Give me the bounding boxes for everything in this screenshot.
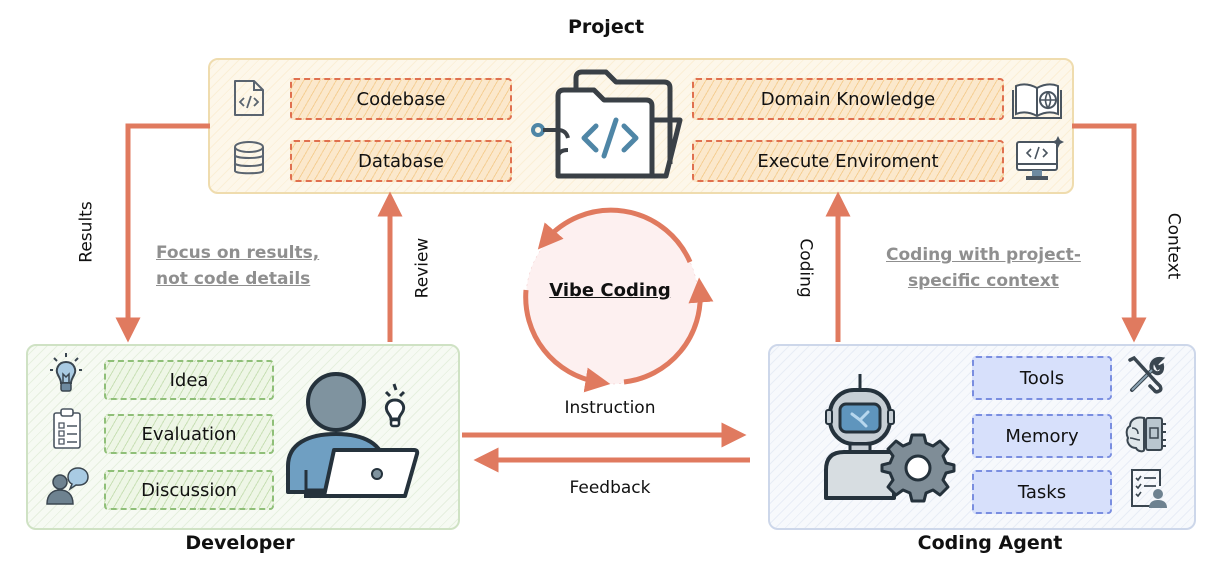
coding-label: Coding xyxy=(795,238,816,298)
database-icon xyxy=(234,141,264,175)
context-label: Context xyxy=(1163,212,1184,280)
developer-note: Focus on results, not code details xyxy=(156,240,319,292)
idea-item: Idea xyxy=(104,360,274,400)
cycle-arrow-right xyxy=(623,277,714,385)
evaluation-item: Evaluation xyxy=(104,414,274,454)
execute-environment-item: Execute Enviroment xyxy=(692,140,1004,182)
discussion-item: Discussion xyxy=(104,470,274,510)
domain-knowledge-label: Domain Knowledge xyxy=(760,88,936,110)
project-title: Project xyxy=(567,16,645,38)
cycle-arrow-top xyxy=(537,207,693,263)
brain-chip-icon xyxy=(1125,416,1166,453)
agent-note: Coding with project- specific context xyxy=(886,242,1081,294)
cycle-arrow-left xyxy=(523,289,611,393)
developer-note-line2: not code details xyxy=(156,269,311,289)
context-arrow xyxy=(1072,123,1147,343)
database-label: Database xyxy=(358,150,444,172)
domain-knowledge-item: Domain Knowledge xyxy=(692,78,1004,120)
tasks-item: Tasks xyxy=(972,470,1112,514)
monitor-code-icon xyxy=(1016,136,1064,180)
agent-note-line2: specific context xyxy=(907,271,1059,291)
vibe-coding-circle xyxy=(526,212,698,384)
lightbulb-icon xyxy=(50,353,82,392)
tools-item: Tools xyxy=(972,356,1112,400)
tools-icon xyxy=(1128,355,1166,394)
clipboard-checklist-icon xyxy=(53,408,81,449)
book-globe-icon xyxy=(1012,83,1062,119)
instruction-label: Instruction xyxy=(564,398,656,418)
memory-label: Memory xyxy=(1005,425,1079,447)
developer-note-line1: Focus on results, xyxy=(156,243,320,263)
tasks-label: Tasks xyxy=(1017,481,1067,503)
results-label: Results xyxy=(76,201,97,263)
execute-environment-label: Execute Enviroment xyxy=(757,150,939,172)
feedback-label: Feedback xyxy=(569,478,651,498)
tools-label: Tools xyxy=(1019,367,1065,389)
codebase-label: Codebase xyxy=(356,88,446,110)
code-folder-icon xyxy=(531,69,683,179)
evaluation-label: Evaluation xyxy=(141,423,237,445)
vibe-coding-label: Vibe Coding xyxy=(549,280,671,301)
review-label: Review xyxy=(412,237,433,299)
coding-agent-title: Coding Agent xyxy=(917,532,1063,554)
memory-item: Memory xyxy=(972,414,1112,458)
developer-title: Developer xyxy=(185,532,295,554)
database-item: Database xyxy=(290,140,512,182)
robot-gear-icon xyxy=(824,374,956,503)
agent-note-line1: Coding with project- xyxy=(886,245,1081,265)
person-chat-icon xyxy=(46,467,89,505)
discussion-label: Discussion xyxy=(141,479,237,501)
results-arrow xyxy=(115,123,210,343)
developer-laptop-icon xyxy=(286,372,420,498)
code-file-icon xyxy=(234,80,264,116)
codebase-item: Codebase xyxy=(290,78,512,120)
task-list-user-icon xyxy=(1131,469,1167,508)
idea-label: Idea xyxy=(169,369,209,391)
